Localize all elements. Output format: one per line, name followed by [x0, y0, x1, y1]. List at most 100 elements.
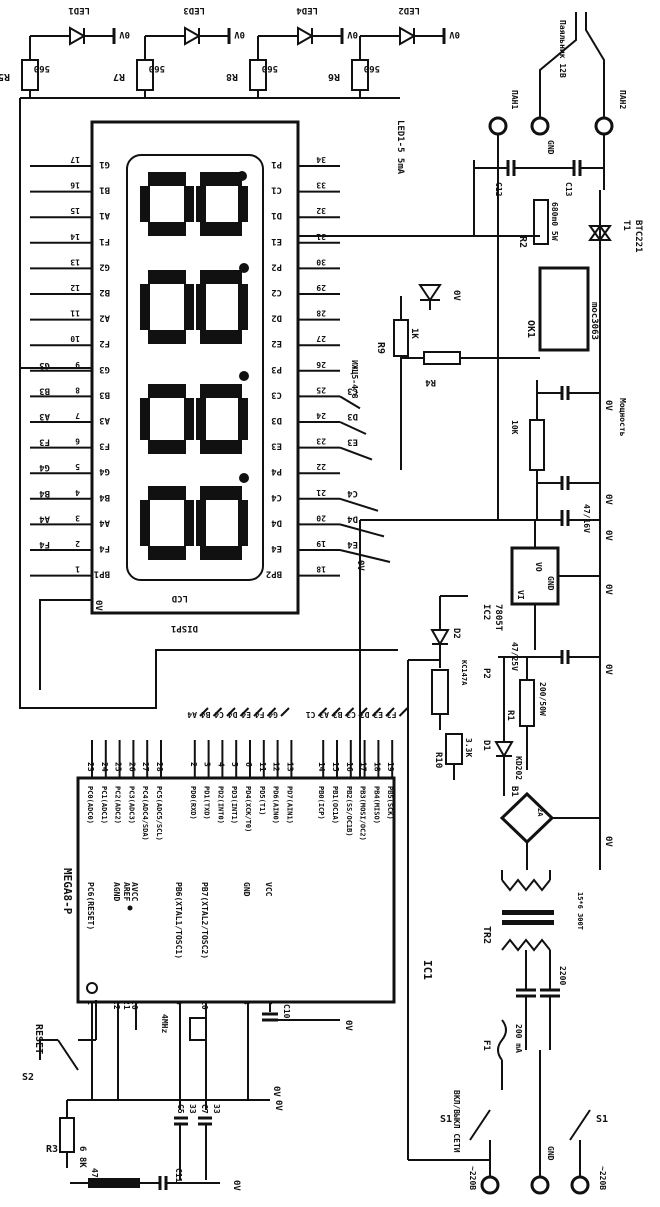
lcd-model: ИЖЦ5-4/8 [350, 360, 359, 399]
s1-ref-2: S1 [596, 1114, 608, 1125]
lcd-right-pin-label: E2 [271, 338, 282, 348]
led-gnd-label: 0V [234, 29, 245, 39]
ic1-left-pin-num: 8 [242, 1000, 251, 1005]
gnd-label: 0V [603, 836, 613, 847]
ic1-bus-label: B3 [333, 710, 343, 719]
led-current-note: LED1-5 5mA [395, 120, 405, 175]
p2-ref: P2 [481, 668, 491, 679]
ic1-right-pin-num: 16 [345, 762, 354, 772]
ic1-bus-label: B4 [201, 710, 211, 719]
led-ref: LED4 [296, 5, 318, 15]
ic1-right-pin-label: PD7(AIN1) [285, 786, 293, 824]
lcd-left-pin-num: 12 [70, 283, 80, 292]
ic1-left-pin-num: 7 [264, 1000, 273, 1005]
lcd-right-pin-label: P2 [271, 261, 282, 271]
tr2-ref: TR2 [481, 926, 492, 944]
ic1-right-pin-label: PD3(INT1) [230, 786, 238, 824]
lcd-right-pin-num: 34 [316, 155, 326, 164]
c9-cap [537, 476, 600, 490]
led-resistor-value: 560 [364, 63, 380, 73]
c7-ref: C7 [200, 1104, 209, 1114]
lcd-left-pin-label: B2 [99, 287, 110, 297]
led-resistor-value: 560 [149, 63, 165, 73]
l1-value: 47mH [90, 1168, 99, 1187]
ic1-right-pin-label: PD6(AIN0) [272, 786, 280, 824]
ic1-right-pin-label: PC3(ADC3) [127, 786, 135, 824]
lcd-right-pin-num: 29 [316, 283, 326, 292]
ic1-right-pin-label: PD0(RXD) [189, 786, 197, 820]
ic1-bus-label: C1 [306, 710, 316, 719]
lcd-left-pin-num: 6 [75, 437, 80, 446]
mains-connectors: ~220В GND ~220В [468, 1050, 607, 1195]
led-ref: LED1 [68, 5, 90, 15]
lcd-left-pin-label: BP1 [94, 569, 110, 579]
d2-model: KC147A [460, 660, 468, 686]
caps-c12-c13: C12 C13 GND [474, 134, 605, 200]
led-resistor-ref: R5 [0, 71, 10, 82]
c5-value: 33 [188, 1104, 197, 1114]
lcd-right-pin-label: E4 [271, 543, 282, 553]
conn1-ref: ПАН1 [510, 90, 519, 109]
ic1-right-pin-num: 27 [141, 762, 150, 772]
lcd-left-pin-label: A1 [99, 210, 110, 220]
c12-ref: C12 [494, 182, 503, 197]
ic1-left-pin-label: AREF [122, 882, 131, 901]
ic1-right-pin-label: PB1(OC1A) [331, 786, 339, 824]
lcd-display: LCD DISP1 [90, 120, 300, 633]
lcd-digit-4 [140, 486, 248, 560]
lcd-right-net-label: D3 [347, 411, 358, 421]
gnd-label: GND [546, 140, 555, 155]
d2-ref: D2 [451, 628, 461, 639]
r2-ref: R2 [517, 236, 528, 248]
lcd-left-pin-label: F2 [99, 338, 110, 348]
ic1-left-pin-num: 9 [174, 1000, 183, 1005]
ic1-right-pin-num: 25 [114, 762, 123, 772]
ic1-right-pin-label: PC4(ADC4/SDA) [141, 786, 149, 841]
f1-ref: F1 [481, 1040, 491, 1051]
lcd-left-pin-label: G2 [99, 261, 110, 271]
opto-ok1: OK1 moc3063 [525, 266, 599, 352]
ic2-gnd: GND [546, 576, 555, 591]
ic1-right-pin-num: 14 [317, 762, 326, 772]
ic2-vo: VO [534, 562, 543, 572]
ic1-left-pin-label: AVCC [130, 882, 139, 901]
led5: 0V [418, 284, 461, 310]
c3-value: 47/25V [510, 642, 519, 671]
ic1-left-pin-num: 21 [122, 1000, 131, 1010]
d1-model: KD202 [514, 756, 523, 780]
ic1-bus-wire [239, 707, 250, 717]
led5-gnd: 0V [451, 290, 461, 301]
ic1-bus-wire [212, 707, 223, 717]
led-resistor-ref: R8 [226, 71, 238, 82]
gnd-label: 0V [603, 530, 613, 541]
gnd-label: 0V [231, 1180, 241, 1191]
lcd-left-pin-label: G1 [99, 159, 110, 169]
gnd-label: 0V [603, 400, 613, 411]
pot-10k: 10K [510, 380, 545, 520]
r1-resistor: R1 200/50W [505, 657, 547, 770]
lcd-digit-1 [140, 171, 248, 236]
crystal-value: 4MHz [160, 1014, 169, 1033]
conn3-ref: ПАН2 [618, 90, 627, 109]
lcd-right-pin-label: E3 [271, 441, 282, 451]
lcd-right-pin-num: 26 [316, 360, 326, 369]
lcd-left-pin-num: 16 [70, 181, 80, 190]
triac-ref: T1 [621, 220, 631, 231]
triac-t1: T1 BTC221 [588, 190, 643, 360]
ic1-bus-wire [199, 707, 209, 717]
ic1-bus-label: D4 [228, 710, 238, 719]
r9-value: 1K [409, 328, 419, 339]
r3-ref: R3 [46, 1144, 58, 1155]
ic1-bus-wire [317, 707, 328, 717]
lcd-right-pin-num: 19 [316, 539, 326, 548]
mains-label: ВКЛ/ВЫКЛ СЕТИ [452, 1090, 461, 1153]
bridge-b1: B1 2A [499, 786, 600, 870]
c7-cap: C7 33 [198, 1104, 221, 1180]
lcd-right-net-wire [339, 523, 385, 538]
c10-ref: C10 [282, 1004, 291, 1019]
c11-ref: C11 [174, 1168, 183, 1183]
